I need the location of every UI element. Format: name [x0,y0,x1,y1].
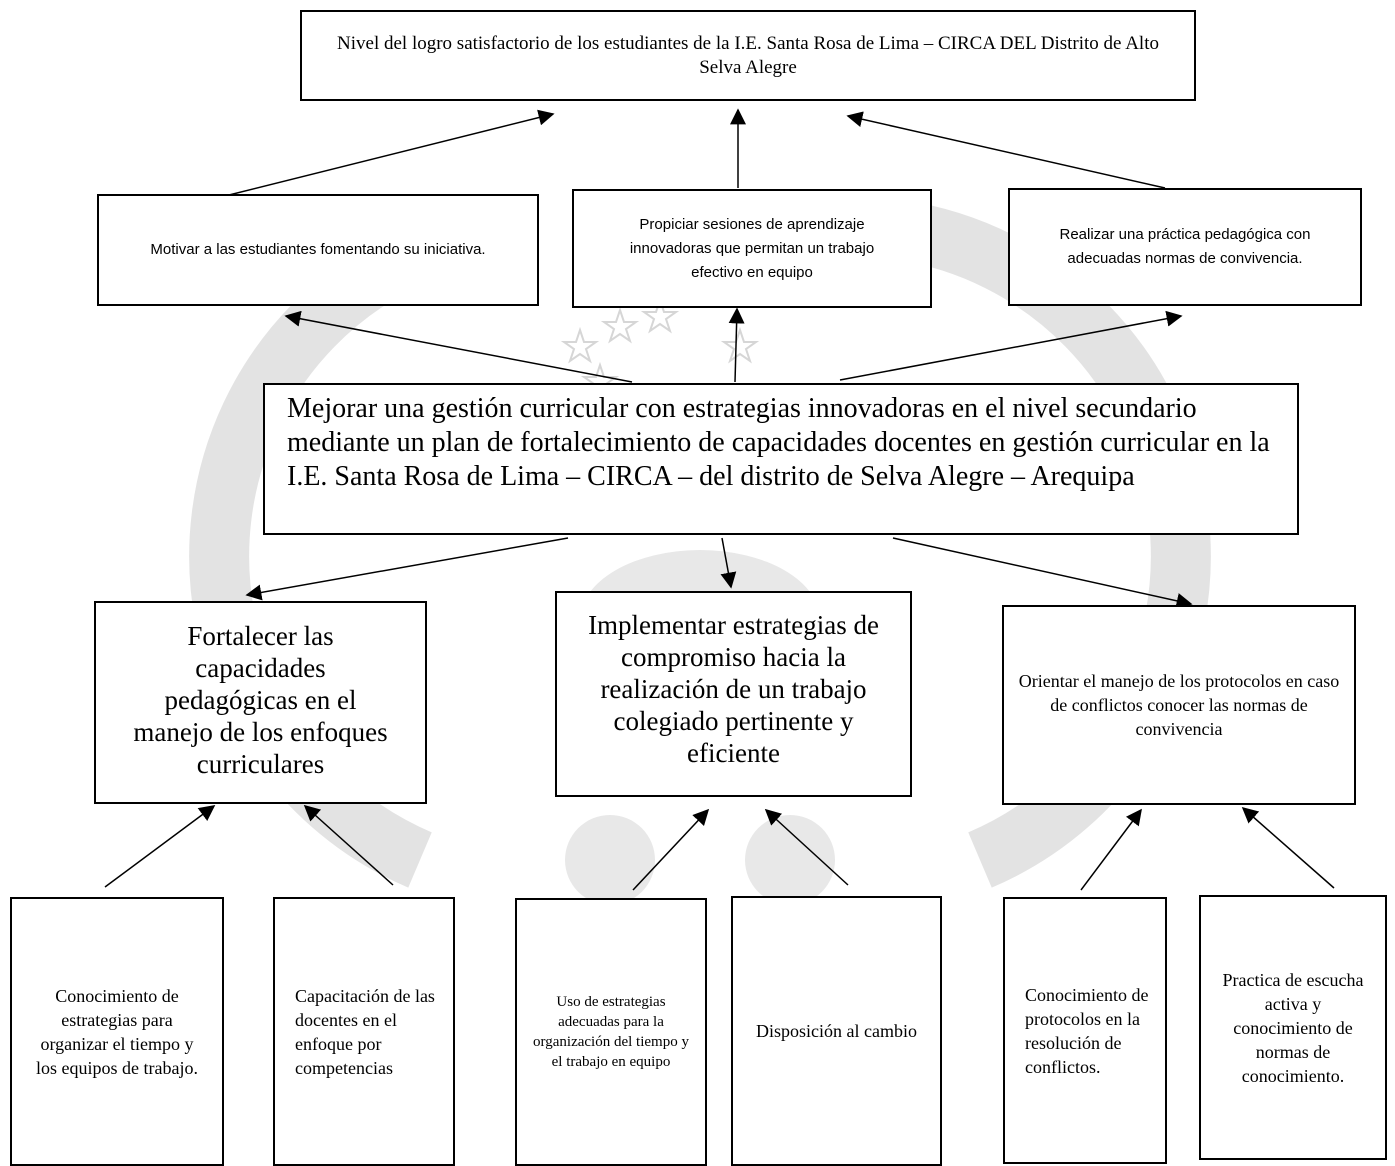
watermark-star [720,326,760,364]
action-text-protocol-knowledge: Conocimiento de protocolos en la resoluc… [1025,984,1149,1077]
action-box-time-organization: Conocimiento de estrategias para organiz… [10,897,224,1166]
arrow-action5-to-objective3 [1080,808,1142,891]
central-box: Mejorar una gestión curricular con estra… [263,383,1299,535]
arrow-action4-to-objective2 [764,808,849,886]
arrow-central-to-mean1 [284,310,633,383]
objective-text-protocols: Orientar el manejo de los protocolos en … [1018,671,1340,739]
objective-box-pedagogical: Fortalecer las capacidades pedagógicas e… [94,601,427,804]
central-text: Mejorar una gestión curricular con estra… [287,393,1270,492]
watermark-star [560,326,600,364]
action-text-strategies-use: Uso de estrategias adecuadas para la org… [533,994,689,1070]
mean-text-sessions: Propiciar sesiones de aprendizaje innova… [629,215,875,281]
action-text-time-organization: Conocimiento de estrategias para organiz… [36,985,198,1078]
arrow-action1-to-objective1 [104,805,216,888]
objective-text-commitment: Implementar estrategias de compromiso ha… [588,610,879,768]
objective-box-protocols: Orientar el manejo de los protocolos en … [1002,605,1356,805]
arrow-mean3-to-goal [846,111,1166,189]
arrow-action6-to-objective3 [1241,806,1335,889]
watermark-star [640,296,680,334]
action-box-protocol-knowledge: Conocimiento de protocolos en la resoluc… [1003,897,1167,1164]
action-box-active-listening: Practica de escucha activa y conocimient… [1199,895,1387,1160]
action-box-training: Capacitación de las docentes en el enfoq… [273,897,455,1166]
action-box-strategies-use: Uso de estrategias adecuadas para la org… [515,898,707,1166]
mean-box-motivation: Motivar a las estudiantes fomentando su … [97,194,539,306]
action-text-change-disposition: Disposición al cambio [756,1021,917,1041]
mean-box-sessions: Propiciar sesiones de aprendizaje innova… [572,189,932,308]
action-box-change-disposition: Disposición al cambio [731,896,942,1166]
mean-box-practice: Realizar una práctica pedagógica con ade… [1008,188,1362,306]
arrow-central-to-mean2 [728,307,745,383]
arrow-action3-to-objective2 [632,808,710,891]
objective-text-pedagogical: Fortalecer las capacidades pedagógicas e… [133,621,388,779]
arrow-central-to-objective2 [720,537,737,589]
objective-box-commitment: Implementar estrategias de compromiso ha… [555,591,912,797]
arrow-central-to-mean3 [839,310,1183,381]
action-text-training: Capacitación de las docentes en el enfoq… [295,985,435,1078]
arrow-central-to-objective1 [245,537,569,601]
arrow-mean1-to-goal [224,109,555,197]
arrow-action2-to-objective1 [303,804,394,886]
mean-text-motivation: Motivar a las estudiantes fomentando su … [150,241,486,258]
goal-text: Nivel del logro satisfactorio de los est… [337,32,1159,78]
watermark-shape [565,815,655,905]
arrow-central-to-objective3 [892,537,1193,609]
action-text-active-listening: Practica de escucha activa y conocimient… [1222,969,1364,1086]
watermark-shape [745,815,835,905]
mean-text-practice: Realizar una práctica pedagógica con ade… [1059,226,1311,267]
watermark-star [600,306,640,344]
goal-box: Nivel del logro satisfactorio de los est… [300,10,1196,101]
